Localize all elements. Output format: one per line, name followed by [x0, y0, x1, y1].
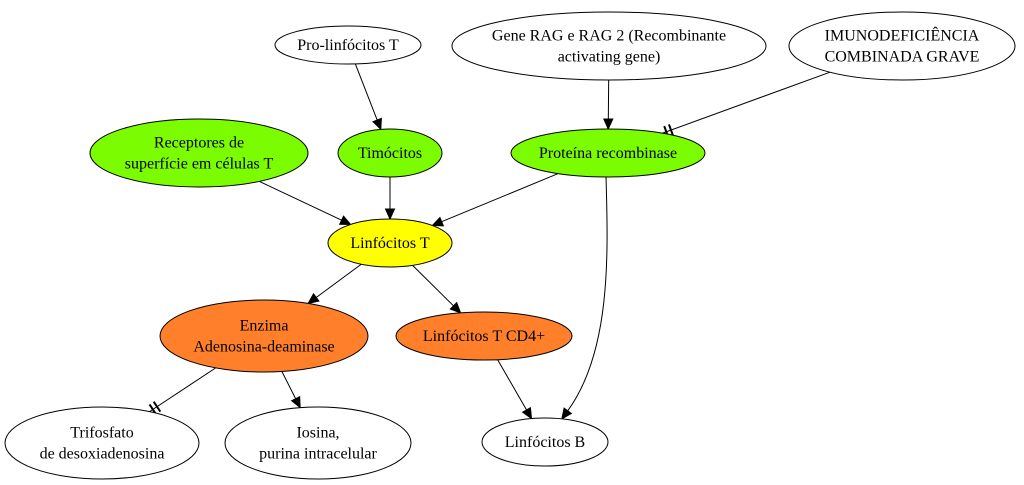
edge-gene-rag-to-proteina [603, 79, 614, 131]
edge-linfocitos-t-to-enzima [307, 263, 362, 305]
edge-receptores-to-linfocitos-t [258, 180, 352, 225]
node-linfocitos-t: Linfócitos T [327, 218, 453, 268]
node-shape [274, 25, 422, 65]
node-label: Gene RAG e RAG 2 (Recombinante [492, 28, 726, 45]
node-label: Linfócitos B [505, 434, 585, 451]
node-shape [4, 406, 200, 480]
edge-proteina-to-linfocitos-b [561, 175, 608, 420]
edge-line [258, 180, 342, 221]
node-shape [89, 118, 309, 188]
node-iosina: Iosina, purina intracelular [224, 406, 412, 480]
edge-enzima-to-trifosfato [148, 367, 216, 415]
node-shape [224, 406, 412, 480]
arrowhead [307, 292, 320, 305]
node-label: IMUNODEFICIÊNCIA [825, 26, 980, 45]
edge-cd4-to-linfocitos-b [497, 359, 533, 420]
node-shape [481, 417, 609, 467]
node-label: Proteína recombinase [539, 145, 677, 162]
node-label: Iosina, [296, 425, 339, 442]
inhibition-bar [668, 124, 674, 137]
arrowhead [338, 215, 352, 225]
inhibition-bar [152, 401, 162, 413]
node-shape [327, 218, 453, 268]
node-shape [337, 128, 443, 178]
node-shape [510, 128, 706, 178]
node-label: Receptores de [154, 135, 244, 152]
node-cd4: Linfócitos T CD4+ [395, 311, 573, 361]
arrowhead [384, 208, 396, 221]
edge-line [567, 175, 608, 412]
node-label: Enzima [240, 318, 289, 335]
node-label: Linfócitos T CD4+ [423, 328, 545, 345]
edge-timocitos-to-linfocitos-t [384, 177, 396, 221]
node-pro-linfocitos: Pro-linfócitos T [274, 25, 422, 65]
node-timocitos: Timócitos [337, 128, 443, 178]
arrowhead [521, 406, 533, 420]
edge-pro-linfocitos-to-timocitos [354, 63, 382, 131]
node-gene-rag: Gene RAG e RAG 2 (Recombinante activating… [451, 11, 767, 81]
edge-line [281, 371, 297, 399]
arrowhead [603, 118, 614, 131]
node-label: Timócitos [358, 145, 422, 162]
node-label: superfície em células T [125, 156, 274, 173]
nodes-layer: Pro-linfócitos T Gene RAG e RAG 2 (Recomb… [4, 11, 1016, 480]
edge-line [497, 359, 527, 411]
node-trifosfato: Trifosfato de desoxiadenosina [4, 406, 200, 480]
node-imunodeficiencia: IMUNODEFICIÊNCIA COMBINADA GRAVE [788, 11, 1016, 81]
edge-imunodeficiencia-to-proteina [662, 71, 831, 138]
edge-proteina-to-linfocitos-t [431, 173, 559, 227]
node-label: Trifosfato [70, 425, 133, 442]
node-label: Adenosina-deaminase [193, 339, 334, 356]
node-shape [159, 299, 369, 373]
node-label: COMBINADA GRAVE [825, 49, 980, 66]
edge-line [149, 367, 216, 413]
node-shape [395, 311, 573, 361]
edge-line [412, 264, 454, 307]
edge-linfocitos-t-to-cd4 [412, 264, 462, 314]
arrowhead [431, 216, 445, 227]
node-label: purina intracelular [259, 446, 377, 463]
node-label: Linfócitos T [350, 235, 429, 252]
node-label: Pro-linfócitos T [297, 37, 399, 54]
edge-line [315, 263, 362, 298]
edges-layer [148, 63, 831, 420]
arrowhead [449, 301, 462, 314]
node-linfocitos-b: Linfócitos B [481, 417, 609, 467]
node-shape [788, 11, 1016, 81]
arrowhead [561, 407, 573, 420]
node-label: activating gene) [558, 49, 661, 66]
edge-line [662, 71, 831, 134]
arrowhead [372, 117, 382, 131]
node-receptores: Receptores de superfície em células T [89, 118, 309, 188]
edge-line [441, 173, 559, 223]
node-shape [451, 11, 767, 81]
edge-line [354, 63, 378, 121]
edge-enzima-to-iosina [281, 371, 301, 409]
node-label: de desoxiadenosina [40, 446, 165, 463]
arrowhead [290, 395, 301, 409]
node-proteina: Proteína recombinase [510, 128, 706, 178]
